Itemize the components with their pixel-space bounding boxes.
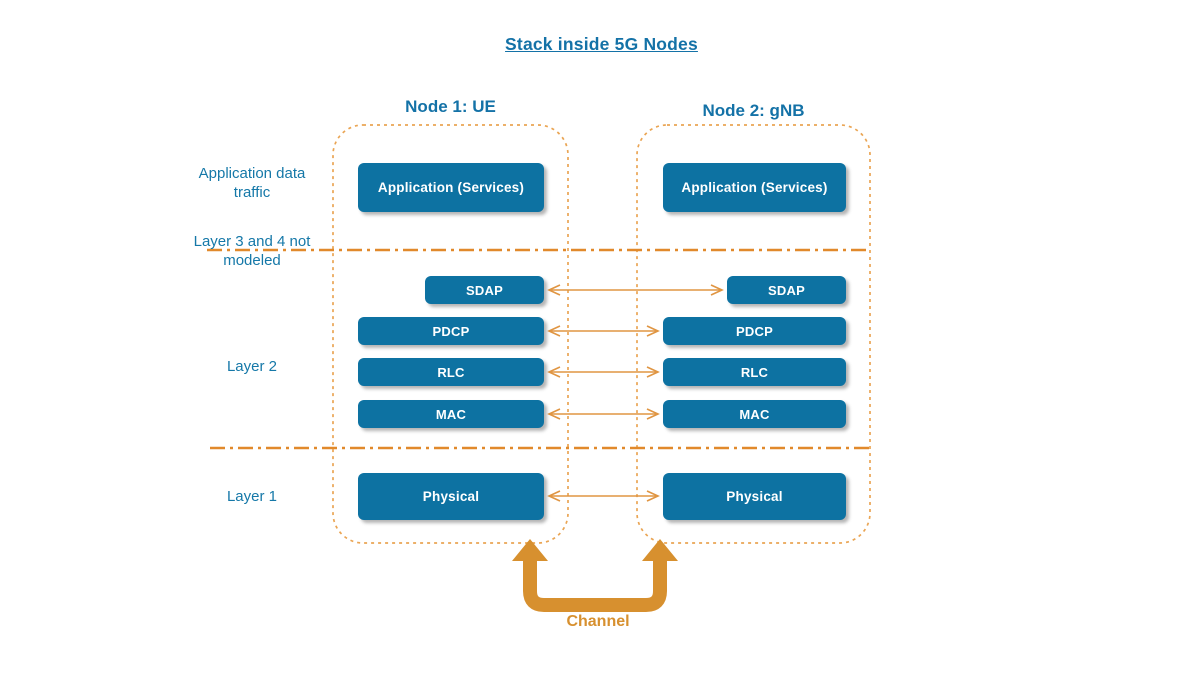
channel-arrowhead-right (642, 539, 678, 561)
node2-rlc-box: RLC (663, 358, 846, 386)
physical-arrowhead-right (646, 490, 660, 502)
node2-header: Node 2: gNB (702, 101, 805, 120)
node1-boundary (332, 124, 569, 544)
mac-arrowhead-right (646, 408, 660, 420)
rlc-arrowhead-right (646, 366, 660, 378)
node2-application-box: Application (Services) (663, 163, 846, 212)
node1-header: Node 1: UE (405, 97, 496, 116)
node1-pdcp-box: PDCP (358, 317, 544, 345)
channel-arrowhead-left (512, 539, 548, 561)
label-layer3-4-not-modeled: Layer 3 and 4 not modeled (193, 233, 311, 269)
label-layer-1: Layer 1 (226, 488, 278, 505)
node2-mac-box: MAC (663, 400, 846, 428)
channel-connector (523, 557, 667, 612)
channel-label: Channel (566, 613, 630, 630)
node1-physical-box: Physical (358, 473, 544, 520)
node2-physical-box: Physical (663, 473, 846, 520)
label-layer-2: Layer 2 (226, 358, 278, 375)
node2-sdap-box: SDAP (727, 276, 846, 304)
rlc-arrowhead-left (547, 366, 561, 378)
label-application-data-traffic: Application data traffic (198, 165, 306, 201)
sdap-arrowhead-left (547, 284, 561, 296)
sdap-arrowhead-right (710, 284, 724, 296)
node1-rlc-box: RLC (358, 358, 544, 386)
node1-application-box: Application (Services) (358, 163, 544, 212)
pdcp-arrowhead-left (547, 325, 561, 337)
node2-boundary (636, 124, 871, 544)
pdcp-arrowhead-right (646, 325, 660, 337)
peer-layer-arrows (547, 284, 724, 502)
node1-sdap-box: SDAP (425, 276, 544, 304)
node2-pdcp-box: PDCP (663, 317, 846, 345)
mac-arrowhead-left (547, 408, 561, 420)
page-title: Stack inside 5G Nodes (505, 34, 698, 54)
node1-mac-box: MAC (358, 400, 544, 428)
physical-arrowhead-left (547, 490, 561, 502)
